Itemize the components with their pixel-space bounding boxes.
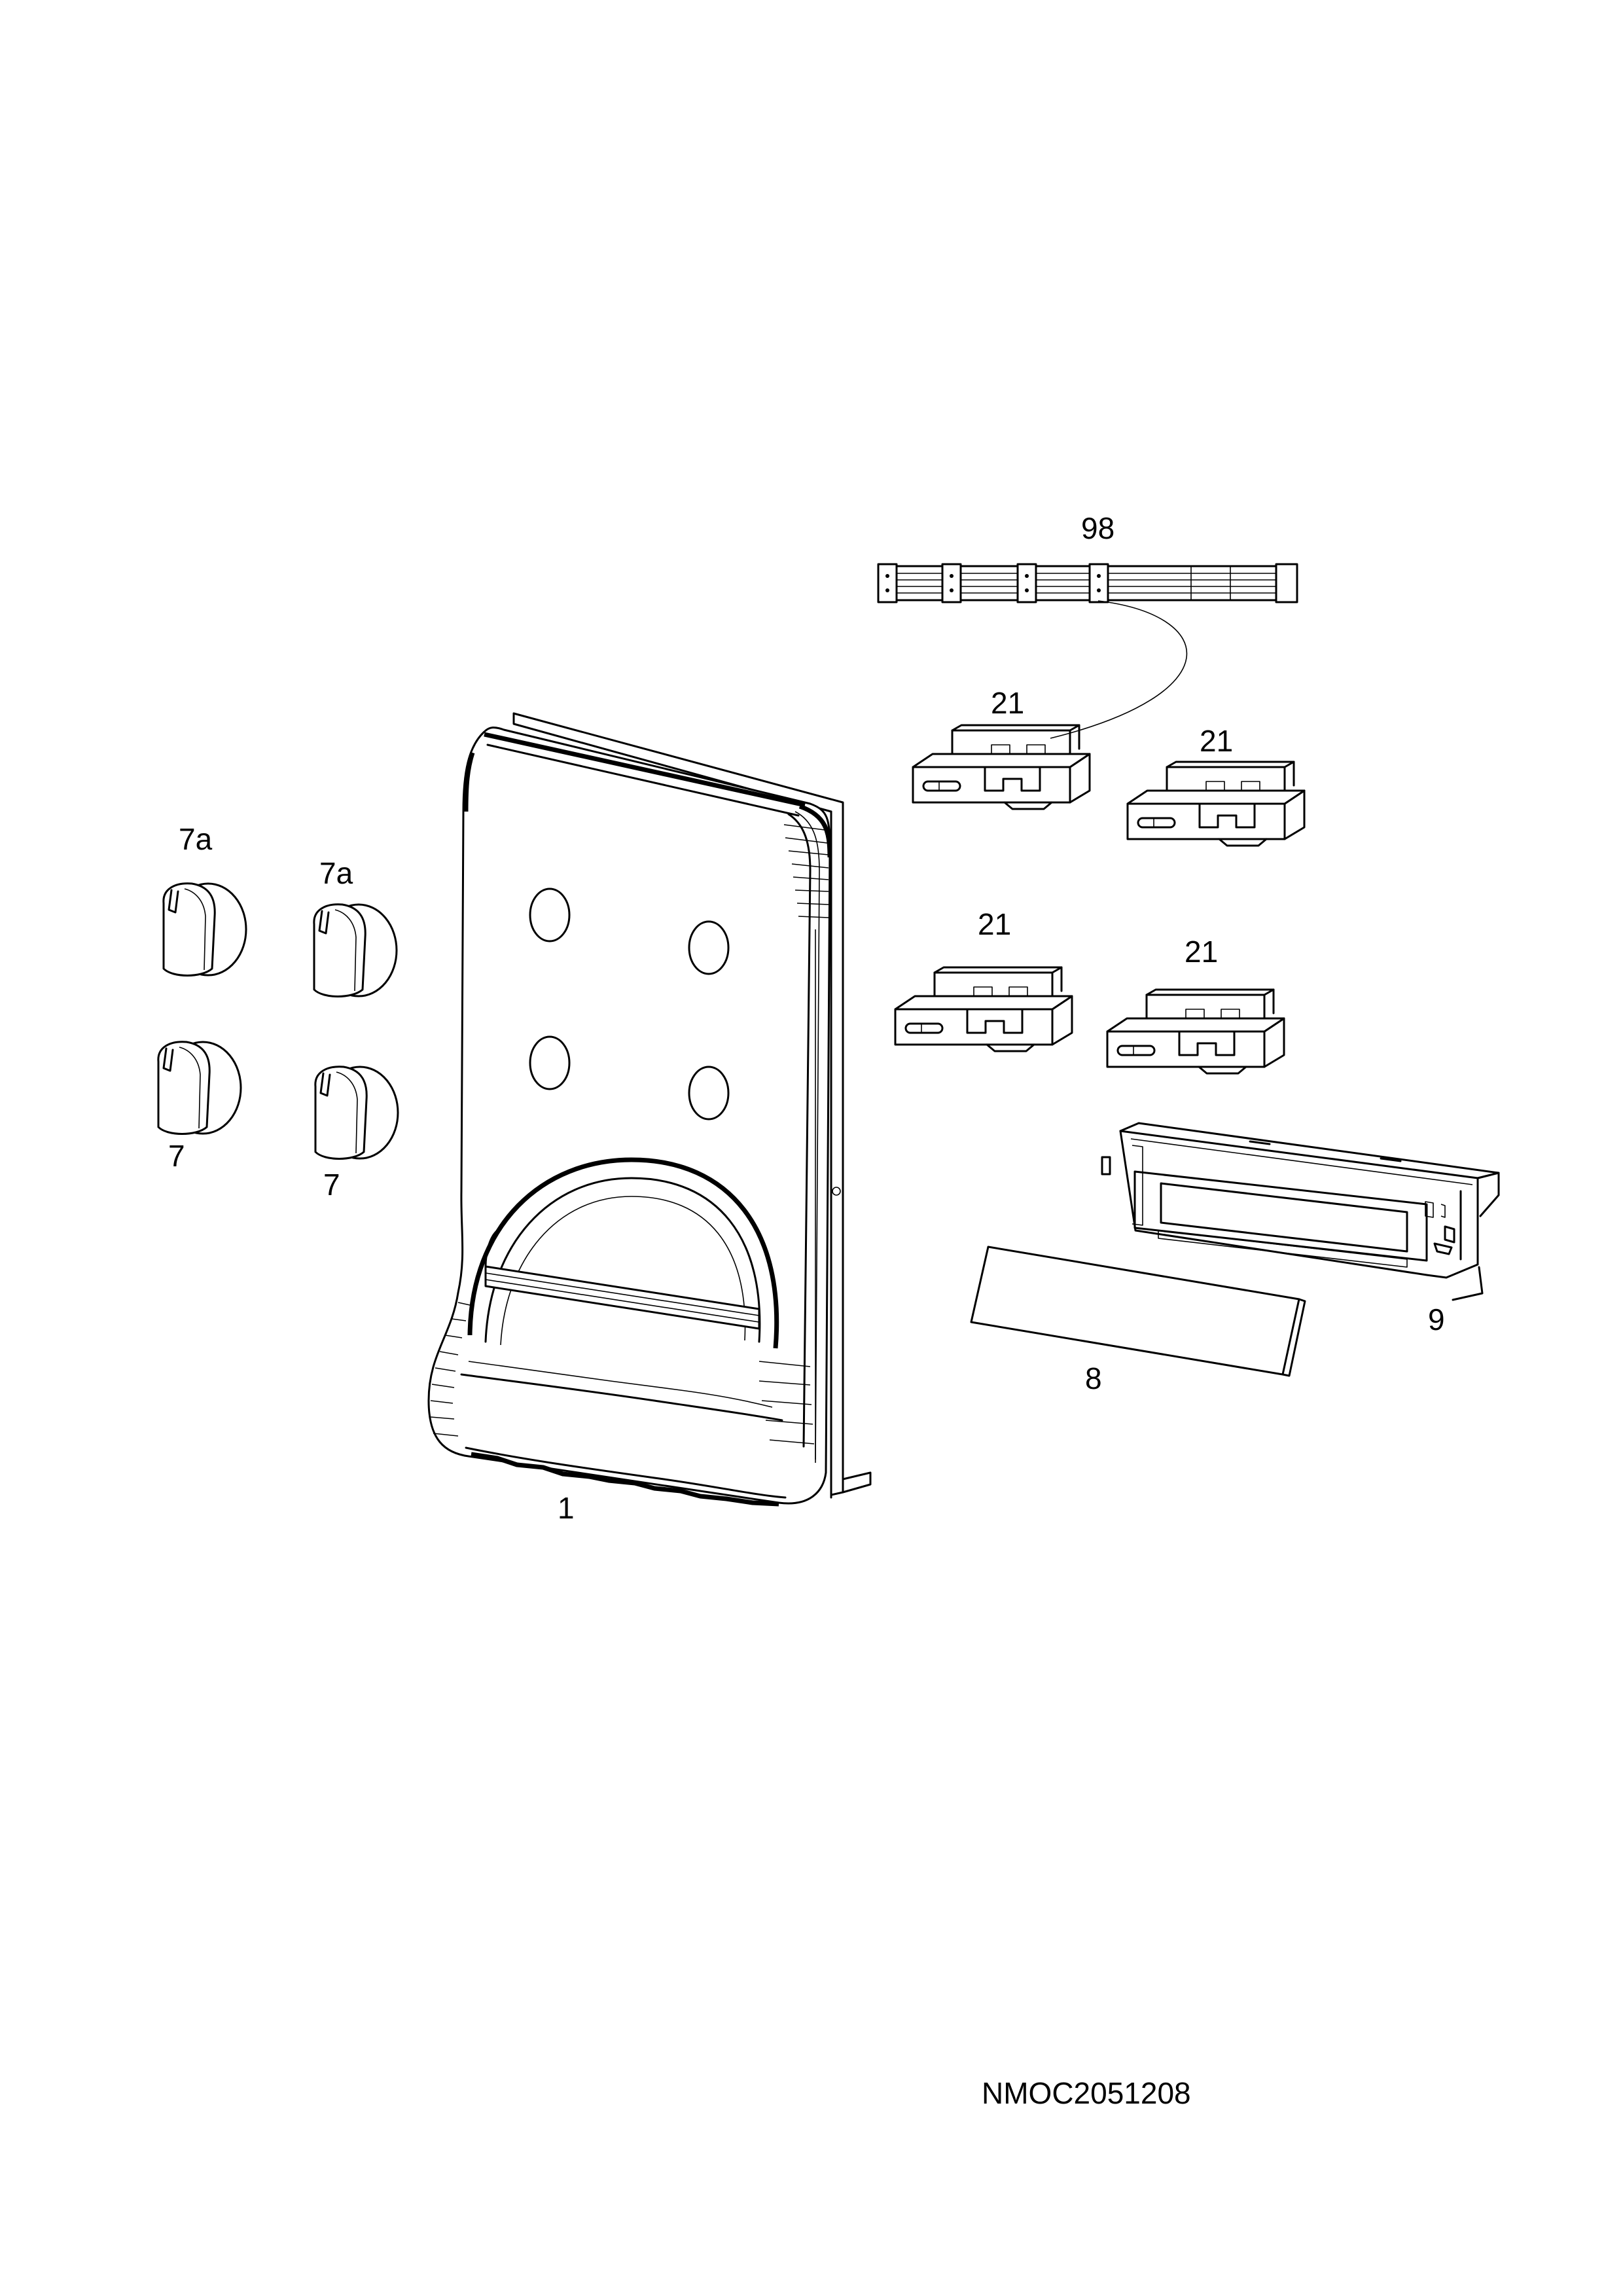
- drawing-reference-code: NMOC2051208: [982, 2076, 1191, 2110]
- control-knob-7a: [313, 903, 398, 997]
- control-knob-7: [314, 1066, 399, 1160]
- display-frame-9: [1101, 1122, 1500, 1301]
- callout-21: 21: [991, 686, 1024, 720]
- wiring-harness-98: [877, 563, 1298, 739]
- control-knob-7a: [162, 882, 247, 977]
- callout-21: 21: [978, 907, 1011, 941]
- callout-21: 21: [1200, 724, 1233, 758]
- display-lens-8: [970, 1246, 1306, 1377]
- rotary-switch-21: [1126, 761, 1306, 847]
- callout-7a: 7a: [179, 822, 213, 856]
- rotary-switch-21: [912, 724, 1091, 810]
- control-knob-7: [157, 1041, 242, 1135]
- callout-7: 7: [323, 1168, 340, 1202]
- callout-9: 9: [1428, 1302, 1445, 1336]
- rotary-switch-21: [1106, 988, 1285, 1075]
- control-panel-1: [427, 712, 872, 1507]
- callout-21: 21: [1185, 935, 1218, 969]
- rotary-switch-21: [894, 966, 1073, 1052]
- callout-98: 98: [1081, 511, 1115, 545]
- callout-7a: 7a: [319, 856, 353, 890]
- callout-8: 8: [1085, 1361, 1102, 1395]
- callout-1: 1: [558, 1491, 575, 1525]
- callout-7: 7: [168, 1139, 185, 1173]
